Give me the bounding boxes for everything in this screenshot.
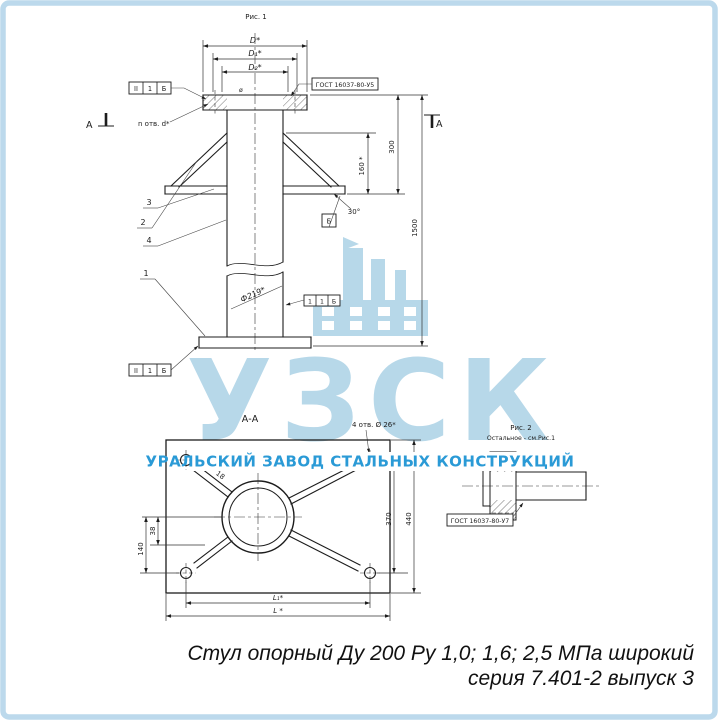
svg-text:А: А <box>86 120 93 131</box>
section-aa-title: А-А <box>242 414 259 425</box>
bottom-plate <box>198 336 312 349</box>
fig1-right-dimensions: 160 * 300 1500 30° <box>286 94 428 347</box>
holes-note-aa: 4 отв. Ø 26* <box>352 421 396 429</box>
dim-300: 300 <box>388 140 396 153</box>
caption-line2: серия 7.401-2 выпуск 3 <box>468 667 694 690</box>
dim-angle: 30° <box>348 208 360 216</box>
weld-box-top: II 1 Б <box>128 81 207 100</box>
svg-text:А: А <box>436 119 443 130</box>
svg-text:1: 1 <box>148 367 152 375</box>
section-mark-left: А <box>86 113 114 131</box>
svg-text:Б: Б <box>327 218 332 226</box>
svg-text:Б: Б <box>162 85 167 93</box>
aa-bottom-dimensions: L₁* L * <box>165 580 391 621</box>
caption-line1: Стул опорный Ду 200 Ру 1,0; 1,6; 2,5 МПа… <box>187 642 694 665</box>
face-mark: ø <box>239 87 243 94</box>
gussets <box>170 132 340 188</box>
dim-d2-label: D₂* <box>248 63 261 72</box>
part-4: 4 <box>146 236 151 245</box>
dim-140: 140 <box>137 542 145 555</box>
caption: Стул опорный Ду 200 Ру 1,0; 1,6; 2,5 МПа… <box>187 642 694 690</box>
svg-text:II: II <box>134 85 138 93</box>
dim-l: L * <box>273 607 283 615</box>
gost-top-label: ГОСТ 16037-80-У5 <box>316 82 375 89</box>
dim-1500: 1500 <box>411 219 419 237</box>
watermark: УЗСК <box>186 237 558 467</box>
part-3: 3 <box>146 198 151 207</box>
dim-18: 18 <box>214 470 226 482</box>
dim-440: 440 <box>405 512 413 525</box>
part-1: 1 <box>143 269 148 278</box>
pipe-diameter-label: Ф219* <box>239 285 267 304</box>
dim-d1-label: D₁* <box>248 49 261 58</box>
holes-note-fig1: n отв. d* <box>138 120 170 128</box>
fig2-note: Остальное - см.Рис.1 <box>487 435 555 442</box>
weld-box-middle: 1 1 Б <box>285 294 341 307</box>
part-callouts: 3 2 4 1 <box>137 160 227 337</box>
dim-160: 160 * <box>358 156 366 176</box>
dim-d-label: D* <box>250 36 260 45</box>
aa-left-dimensions: 38 140 <box>137 516 222 574</box>
node-marker-b: Б <box>321 195 341 228</box>
svg-text:1: 1 <box>148 85 152 93</box>
watermark-subtitle-text: УРАЛЬСКИЙ ЗАВОД СТАЛЬНЫХ КОНСТРУКЦИЙ <box>146 452 575 471</box>
top-flange: ø <box>202 87 308 115</box>
dim-l1: L₁* <box>273 594 284 602</box>
svg-text:1: 1 <box>320 299 324 306</box>
svg-text:1: 1 <box>308 299 312 306</box>
dim-370: 370 <box>385 512 393 525</box>
fig1-title: Рис. 1 <box>245 13 267 21</box>
fig2-title: Рис. 2 <box>510 424 532 432</box>
dim-38: 38 <box>149 527 157 536</box>
watermark-logo-text: УЗСК <box>186 337 558 467</box>
svg-text:II: II <box>134 367 138 375</box>
factory-icon <box>313 237 428 336</box>
svg-text:ГОСТ 16037-80-У7: ГОСТ 16037-80-У7 <box>451 518 510 525</box>
weld-box-bottom: II 1 Б <box>128 345 199 377</box>
section-mark-right: А <box>424 114 443 130</box>
fig1-front-view: Рис. 1 D* D₁* D₂* ГОСТ 16037-80-У5 II 1 … <box>86 13 443 377</box>
watermark-subtitle: УРАЛЬСКИЙ ЗАВОД СТАЛЬНЫХ КОНСТРУКЦИЙ <box>146 452 575 471</box>
gost-box-fig2: ГОСТ 16037-80-У7 <box>446 502 524 527</box>
svg-text:Б: Б <box>332 299 336 306</box>
part-2: 2 <box>140 218 145 227</box>
pipe-cross-section <box>214 473 302 561</box>
base-plate-outline <box>165 439 391 594</box>
svg-text:Б: Б <box>162 367 167 375</box>
